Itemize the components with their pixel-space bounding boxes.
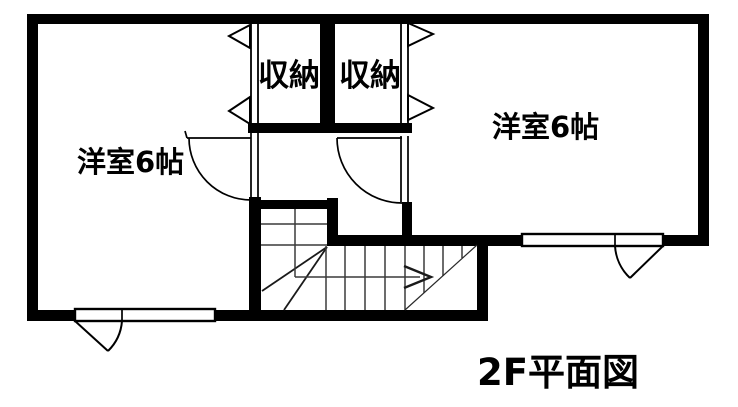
- wall-top: [27, 14, 709, 24]
- casement-swing-icon: [614, 245, 664, 279]
- window-left-bedroom: [73, 307, 217, 352]
- room-label-left-bedroom: 洋室6帖: [77, 145, 184, 179]
- plan-title: 2F平面図: [477, 351, 639, 394]
- wall-rightroom-west: [402, 202, 412, 235]
- folding-door-panel-icon: [407, 21, 436, 48]
- room-label-right-bedroom: 洋室6帖: [492, 110, 599, 144]
- casement-swing-icon: [74, 320, 123, 352]
- wall-closet-divider: [320, 24, 335, 123]
- closet-label-right: 収納: [339, 58, 401, 94]
- door-swing-arc: [188, 137, 252, 201]
- wall-bottom-left: [27, 310, 488, 321]
- stair-break-line: [404, 244, 478, 311]
- door-swing-arc: [336, 137, 403, 204]
- wall-closet-bottom: [248, 123, 412, 133]
- door-right-bedroom: [336, 136, 409, 204]
- stairs-direction-arrow-icon: [294, 209, 435, 290]
- wall-stair-right: [477, 246, 488, 321]
- closet-folding-door-right: [400, 21, 436, 123]
- staircase: [261, 209, 478, 311]
- labels: 洋室6帖 洋室6帖 収納 収納 2F平面図: [77, 58, 639, 394]
- wall-left: [27, 14, 38, 321]
- closet-label-left: 収納: [258, 58, 320, 94]
- wall-right: [698, 14, 709, 246]
- folding-door-panel-icon: [407, 93, 436, 122]
- door-left-bedroom: [184, 130, 259, 201]
- wall-stair-inner: [327, 198, 338, 246]
- window-right-bedroom: [520, 232, 665, 279]
- folding-door-panel-icon: [226, 23, 251, 50]
- closet-folding-door-left: [226, 23, 259, 126]
- walls: [27, 14, 709, 321]
- wall-stair-left: [249, 197, 261, 310]
- wall-stair-top: [261, 200, 330, 209]
- folding-door-panel-icon: [227, 95, 251, 126]
